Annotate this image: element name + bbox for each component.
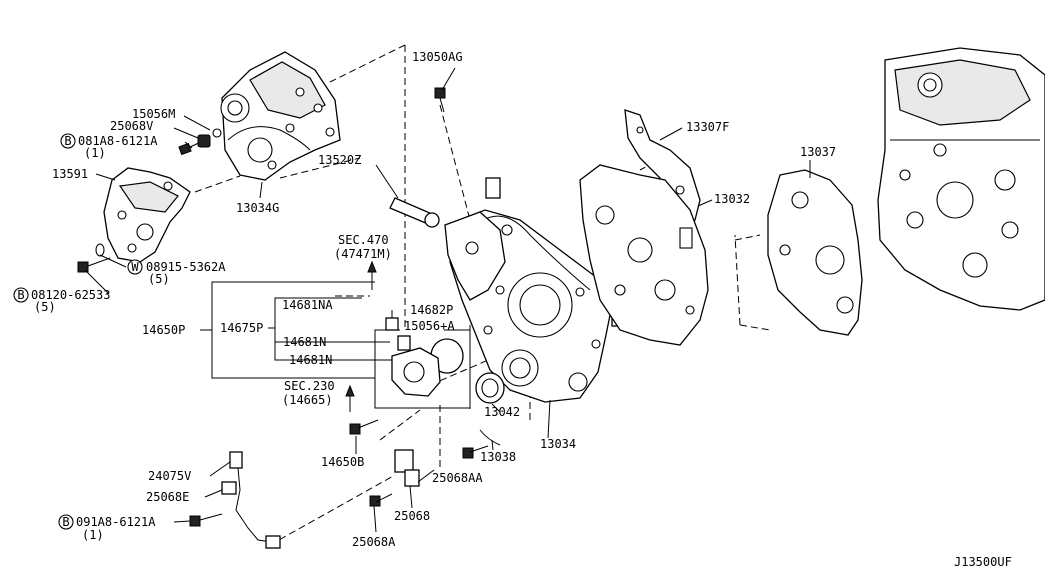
sensor-harness-24075V bbox=[189, 451, 281, 549]
svg-text:B: B bbox=[17, 288, 24, 302]
label-sec230: SEC.230 bbox=[284, 379, 335, 393]
water-pump-bracket-13591 bbox=[103, 167, 191, 263]
engine-block bbox=[877, 47, 1045, 311]
label-13034G: 13034G bbox=[236, 201, 279, 215]
label-14681N-a: 14681N bbox=[283, 335, 326, 349]
label-25068: 25068 bbox=[394, 509, 430, 523]
timing-cover-upper-left bbox=[220, 51, 341, 181]
tube-13520Z bbox=[389, 197, 440, 228]
washer-symbol-08915: W bbox=[127, 259, 143, 275]
label-14681NA: 14681NA bbox=[282, 298, 333, 312]
label-14650P: 14650P bbox=[142, 323, 185, 337]
sec-arrow-470 bbox=[367, 260, 377, 290]
label-091A8-bottom-qty: (1) bbox=[82, 528, 104, 542]
label-13037: 13037 bbox=[800, 145, 836, 159]
label-13307F: 13307F bbox=[686, 120, 729, 134]
gasket-13037 bbox=[767, 169, 863, 336]
label-13520Z: 13520Z bbox=[318, 153, 361, 167]
label-13042: 13042 bbox=[484, 405, 520, 419]
label-08915-qty: (5) bbox=[148, 272, 170, 286]
label-25068V: 25068V bbox=[110, 119, 153, 133]
label-081A8-top: 081A8-6121A bbox=[78, 134, 158, 148]
label-14682P: 14682P bbox=[410, 303, 453, 317]
label-sec470: SEC.470 bbox=[338, 233, 389, 247]
label-25068A: 25068A bbox=[352, 535, 396, 549]
label-25068AA: 25068AA bbox=[432, 471, 483, 485]
label-081A8-top-qty: (1) bbox=[84, 146, 106, 160]
dashed-leader-lines bbox=[194, 44, 771, 546]
label-15056A: 15056+A bbox=[404, 319, 455, 333]
label-sec230-ref: (14665) bbox=[282, 393, 333, 407]
water-pump-housing bbox=[444, 211, 506, 301]
label-14650B: 14650B bbox=[321, 455, 364, 469]
label-08120: 08120-62533 bbox=[31, 288, 110, 302]
label-091A8-bottom: 091A8-6121A bbox=[76, 515, 156, 529]
bolt-symbol-08120: B bbox=[13, 287, 29, 303]
label-13034: 13034 bbox=[540, 437, 576, 451]
label-13591: 13591 bbox=[52, 167, 88, 181]
bolt-symbol-top: B bbox=[60, 133, 76, 149]
label-15056M: 15056M bbox=[132, 107, 175, 121]
gasket-13307F bbox=[624, 109, 701, 223]
svg-text:W: W bbox=[131, 260, 139, 274]
label-08915: 08915-5362A bbox=[146, 260, 226, 274]
callout-leaders bbox=[84, 67, 811, 533]
label-24075V: 24075V bbox=[148, 469, 191, 483]
bolt-symbol-bottom: B bbox=[58, 514, 74, 530]
label-14681N-b: 14681N bbox=[289, 353, 332, 367]
bolts-left bbox=[77, 128, 222, 273]
bolt-14650B bbox=[349, 419, 379, 435]
label-13032: 13032 bbox=[714, 192, 750, 206]
label-13038: 13038 bbox=[480, 450, 516, 464]
svg-text:B: B bbox=[64, 134, 71, 148]
oil-seal-13042 bbox=[475, 372, 505, 404]
sensor-25068 bbox=[369, 429, 501, 507]
label-25068E: 25068E bbox=[146, 490, 189, 504]
diagram-id: J13500UF bbox=[954, 555, 1012, 569]
bolt-13050AG bbox=[434, 87, 446, 113]
svg-text:B: B bbox=[62, 515, 69, 529]
label-14675P: 14675P bbox=[220, 321, 263, 335]
callout-labels: 13050AG 15056M 25068V 081A8-6121A (1) 13… bbox=[31, 50, 1012, 569]
label-sec470-ref: (47471M) bbox=[334, 247, 392, 261]
rear-plate-13032 bbox=[579, 164, 709, 346]
pump-14650 bbox=[385, 317, 441, 397]
assembly-bracket-14650P bbox=[200, 281, 471, 409]
label-08120-qty: (5) bbox=[34, 300, 56, 314]
sec-arrow-230 bbox=[345, 384, 355, 412]
label-13050AG: 13050AG bbox=[412, 50, 463, 64]
